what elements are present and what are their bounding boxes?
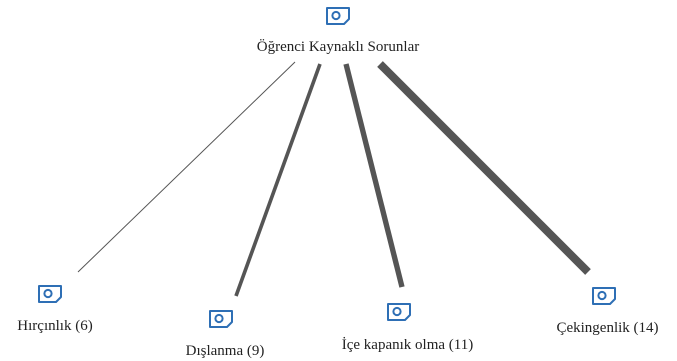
edge-dislanma (234, 63, 322, 297)
code-tag-icon (38, 285, 62, 303)
code-tag-icon (326, 7, 350, 25)
root-node[interactable]: Öğrenci Kaynaklı Sorunlar (208, 6, 468, 56)
node-ice-kapanik-olma[interactable]: İçe kapanık olma (11) (315, 302, 500, 354)
node-cekingenlik[interactable]: Çekingenlik (14) (538, 286, 677, 337)
node-label: Dışlanma (9) (185, 343, 265, 359)
node-label: Hırçınlık (6) (17, 318, 93, 334)
edge-ice-kapanik-olma (343, 63, 405, 288)
node-label: Çekingenlik (14) (556, 320, 659, 336)
node-label: İçe kapanık olma (11) (341, 337, 474, 353)
node-hircinlik[interactable]: Hırçınlık (6) (0, 284, 110, 335)
code-tag-icon (209, 310, 233, 328)
edge-hircinlik (77, 61, 296, 273)
node-dislanma[interactable]: Dışlanma (9) (165, 309, 285, 360)
edge-cekingenlik (377, 61, 591, 275)
root-label: Öğrenci Kaynaklı Sorunlar (256, 39, 420, 55)
code-tag-icon (387, 303, 411, 321)
code-tag-icon (592, 287, 616, 305)
